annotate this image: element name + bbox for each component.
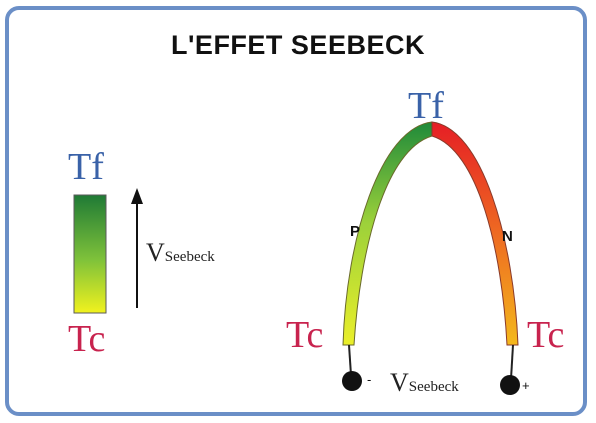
thermocouple-voltage-sub: Seebeck [408, 379, 459, 395]
seebeck-arrow-head [131, 188, 143, 204]
negative-terminal [342, 371, 362, 391]
left-leg-hot-label: Tc [286, 314, 324, 356]
left-voltage-main: V [146, 238, 165, 267]
left-wire [348, 344, 352, 376]
left-cold-label: Tf [68, 146, 104, 188]
positive-terminal [500, 375, 520, 395]
left-voltage-label: VSeebeck [146, 238, 215, 268]
right-leg-hot-label: Tc [527, 314, 565, 356]
diagram-title: L'EFFET SEEBECK [171, 30, 425, 60]
thermocouple-voltage-label: VSeebeck [390, 368, 459, 398]
positive-sign: + [522, 378, 530, 393]
n-leg-label: N [502, 228, 513, 245]
temperature-gradient-bar [73, 194, 107, 314]
left-voltage-sub: Seebeck [164, 249, 215, 265]
thermocouple-voltage-main: V [390, 368, 409, 397]
p-leg-label: P [350, 223, 361, 240]
junction-cold-label: Tf [408, 85, 444, 127]
right-wire [510, 344, 514, 380]
negative-sign: - [367, 372, 372, 387]
left-hot-label: Tc [68, 318, 106, 360]
